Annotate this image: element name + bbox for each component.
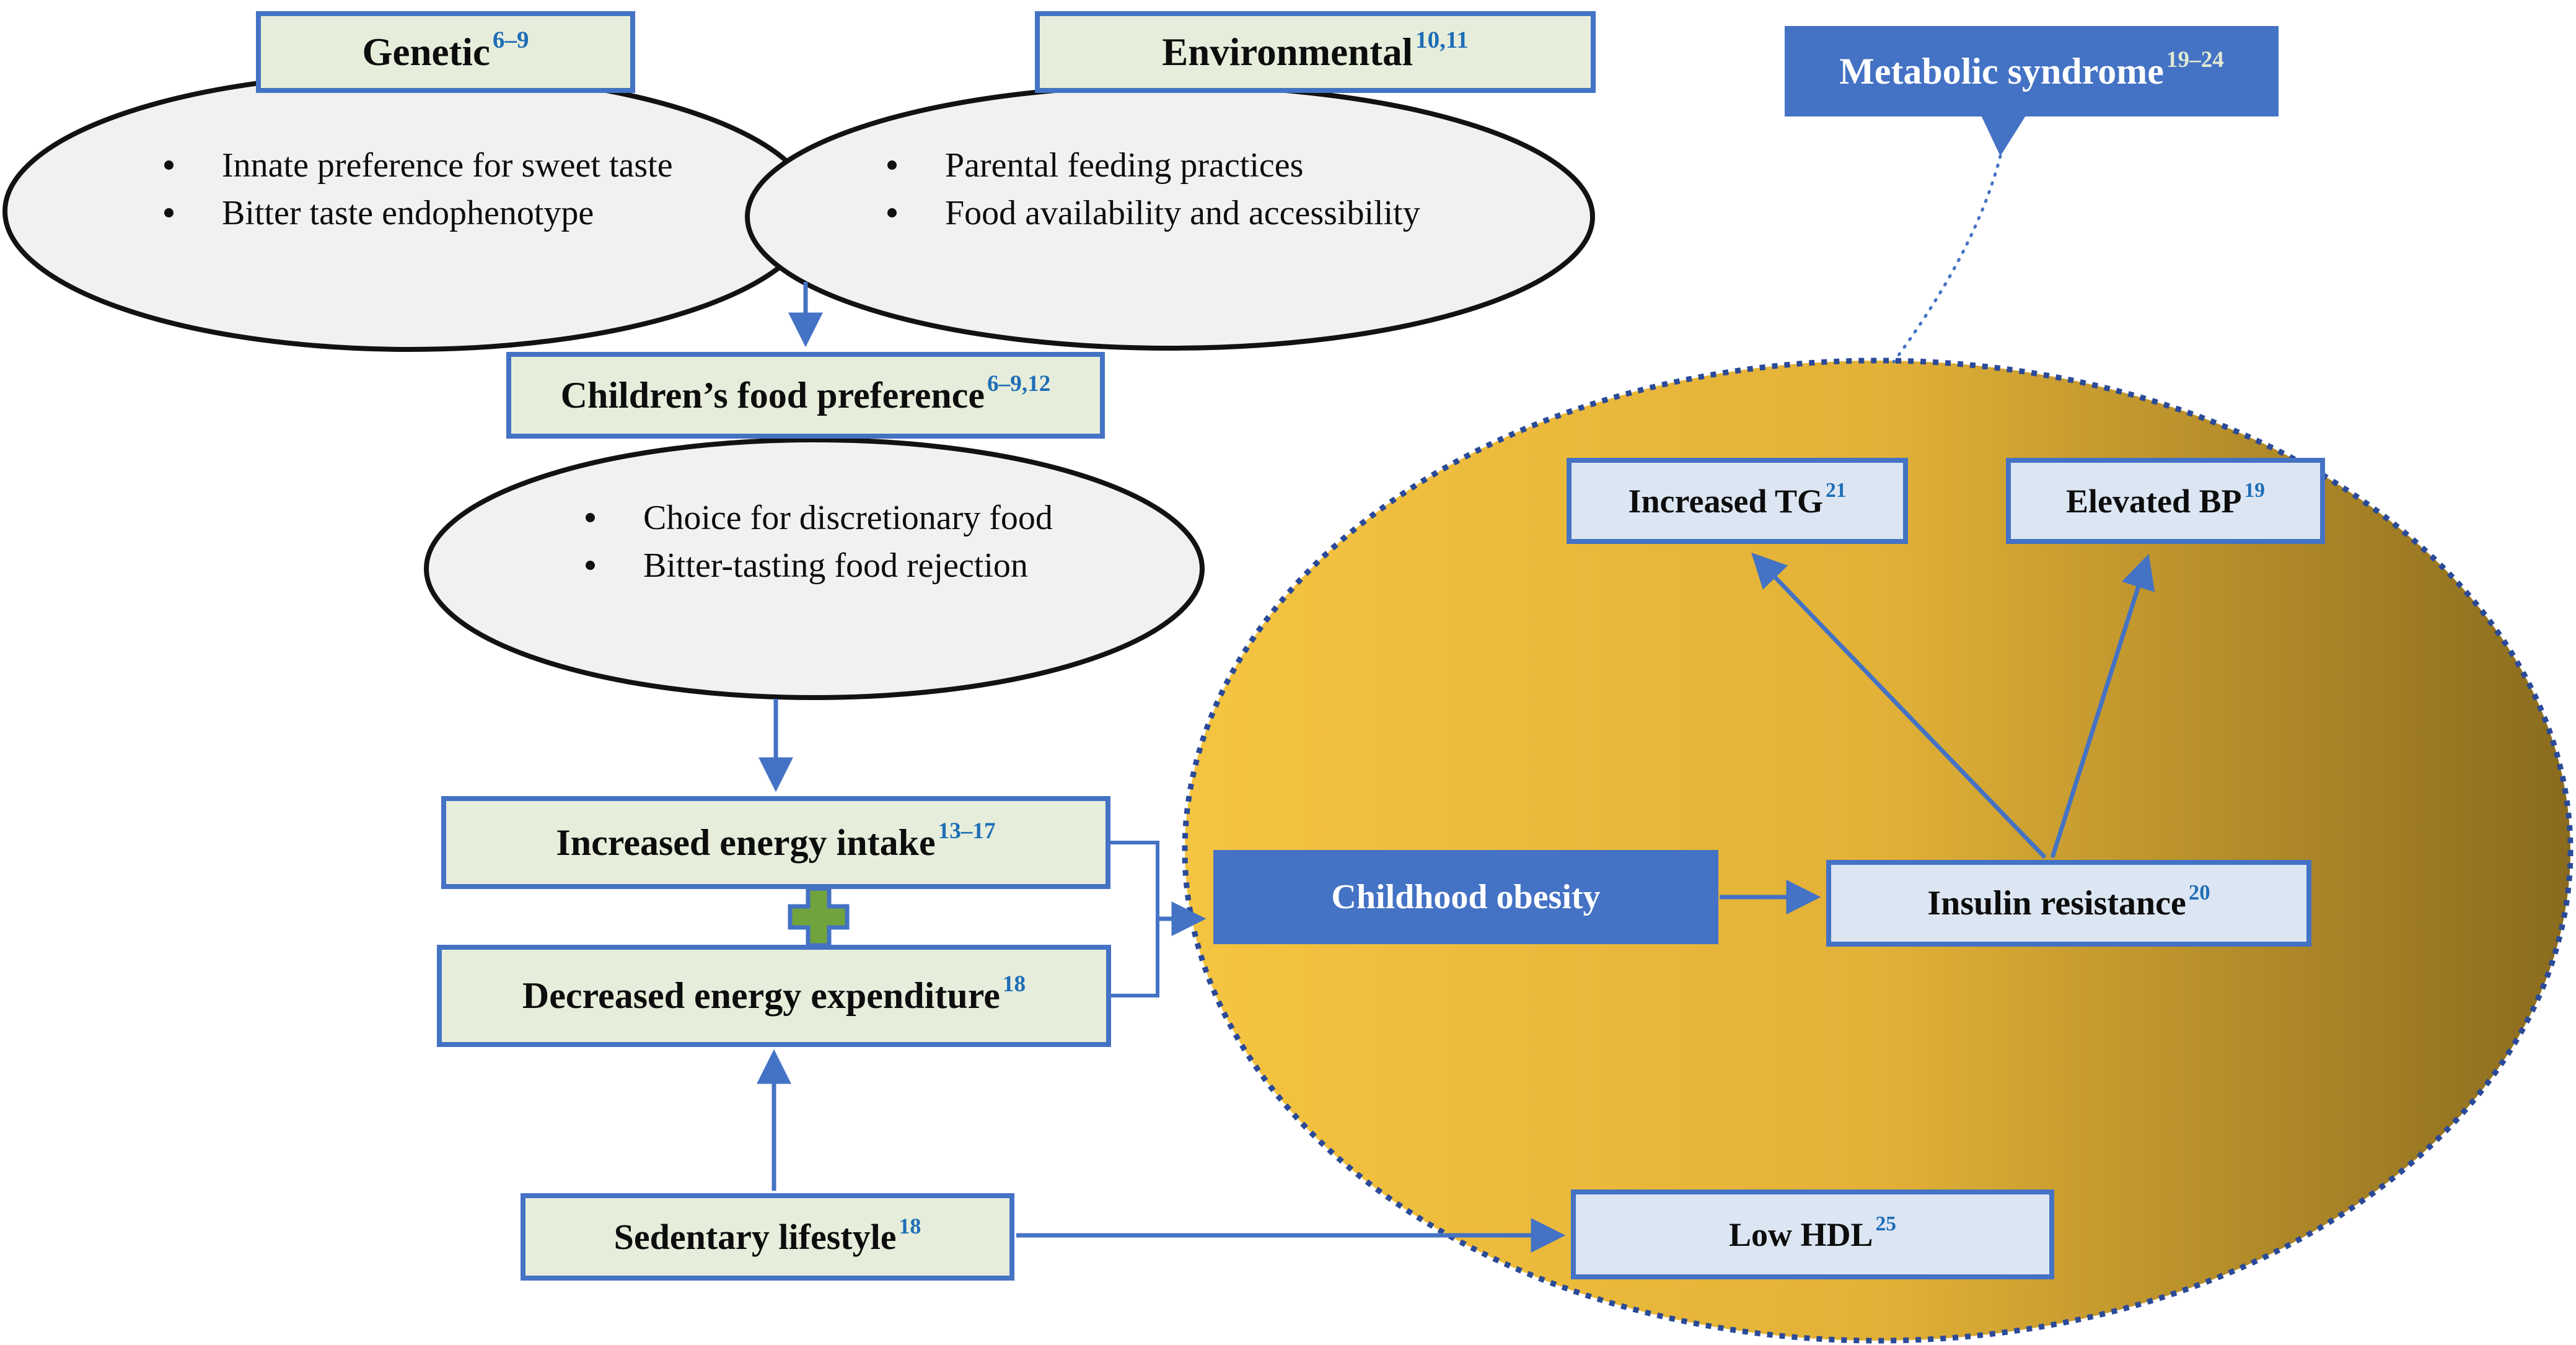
callout-tail xyxy=(1980,113,2028,156)
node-childrens-food-preference-label: Children’s food preference xyxy=(560,374,985,416)
node-metabolic-syndrome-sup: 19–24 xyxy=(2166,46,2224,72)
bracket-energy-balance xyxy=(1110,841,1159,997)
environmental-bullet-2: Food availability and accessibility xyxy=(945,193,1420,232)
genetic-bullet-list: Innate preference for sweet taste Bitter… xyxy=(164,141,673,237)
node-low-hdl-sup: 25 xyxy=(1875,1212,1896,1235)
bullet-icon xyxy=(586,513,595,522)
metabolic-outcomes-ellipse xyxy=(1182,357,2574,1344)
bullet-icon xyxy=(164,160,174,170)
node-genetic-label: Genetic xyxy=(362,30,490,74)
node-increased-tg-sup: 21 xyxy=(1826,478,1847,502)
bullet-icon xyxy=(887,160,897,170)
node-childrens-food-preference-sup: 6–9,12 xyxy=(987,370,1051,396)
list-item: Bitter-tasting food rejection xyxy=(586,541,1053,589)
node-increased-energy-intake-sup: 13–17 xyxy=(938,818,996,844)
bullet-icon xyxy=(586,561,595,570)
node-increased-tg-label: Increased TG xyxy=(1628,482,1824,520)
arrow-insulin-to-bp xyxy=(2050,553,2155,859)
list-item: Innate preference for sweet taste xyxy=(164,141,673,189)
list-item: Bitter taste endophenotype xyxy=(164,189,673,237)
environmental-bullet-list: Parental feeding practices Food availabi… xyxy=(887,141,1420,237)
node-sedentary-lifestyle-label: Sedentary lifestyle xyxy=(613,1217,897,1257)
node-elevated-bp-sup: 19 xyxy=(2244,478,2265,502)
dotted-link-to-ellipse xyxy=(1892,154,2002,364)
node-insulin-resistance-sup: 20 xyxy=(2188,880,2210,905)
node-increased-energy-intake-label: Increased energy intake xyxy=(556,821,936,863)
food-preference-bullet-1: Choice for discretionary food xyxy=(643,498,1053,537)
list-item: Parental feeding practices xyxy=(887,141,1420,189)
node-sedentary-lifestyle-sup: 18 xyxy=(899,1213,921,1238)
list-item: Choice for discretionary food xyxy=(586,494,1053,541)
list-item: Food availability and accessibility xyxy=(887,189,1420,237)
genetic-bullet-1: Innate preference for sweet taste xyxy=(222,146,673,185)
node-childhood-obesity: Childhood obesity xyxy=(1213,850,1718,944)
node-environmental-sup: 10,11 xyxy=(1415,26,1469,53)
node-decreased-energy-expenditure-sup: 18 xyxy=(1002,971,1026,997)
arrow-insulin-to-tg xyxy=(1751,552,2047,859)
node-low-hdl-label: Low HDL xyxy=(1728,1216,1873,1253)
node-elevated-bp-label: Elevated BP xyxy=(2066,482,2242,520)
node-decreased-energy-expenditure-label: Decreased energy expenditure xyxy=(522,975,1000,1016)
environmental-bullet-1: Parental feeding practices xyxy=(945,146,1304,185)
node-environmental-label: Environmental xyxy=(1162,30,1413,74)
plus-icon xyxy=(788,886,850,948)
bullet-icon xyxy=(887,208,897,217)
node-childhood-obesity-label: Childhood obesity xyxy=(1331,878,1601,916)
node-metabolic-syndrome-label: Metabolic syndrome xyxy=(1839,50,2164,92)
food-preference-bullet-list: Choice for discretionary food Bitter-tas… xyxy=(586,494,1053,589)
genetic-bullet-2: Bitter taste endophenotype xyxy=(222,193,594,232)
node-insulin-resistance-label: Insulin resistance xyxy=(1927,884,2186,922)
node-genetic-sup: 6–9 xyxy=(492,26,529,53)
bullet-icon xyxy=(164,208,174,217)
food-preference-bullet-2: Bitter-tasting food rejection xyxy=(643,546,1028,585)
food-preference-ellipse xyxy=(424,437,1205,700)
